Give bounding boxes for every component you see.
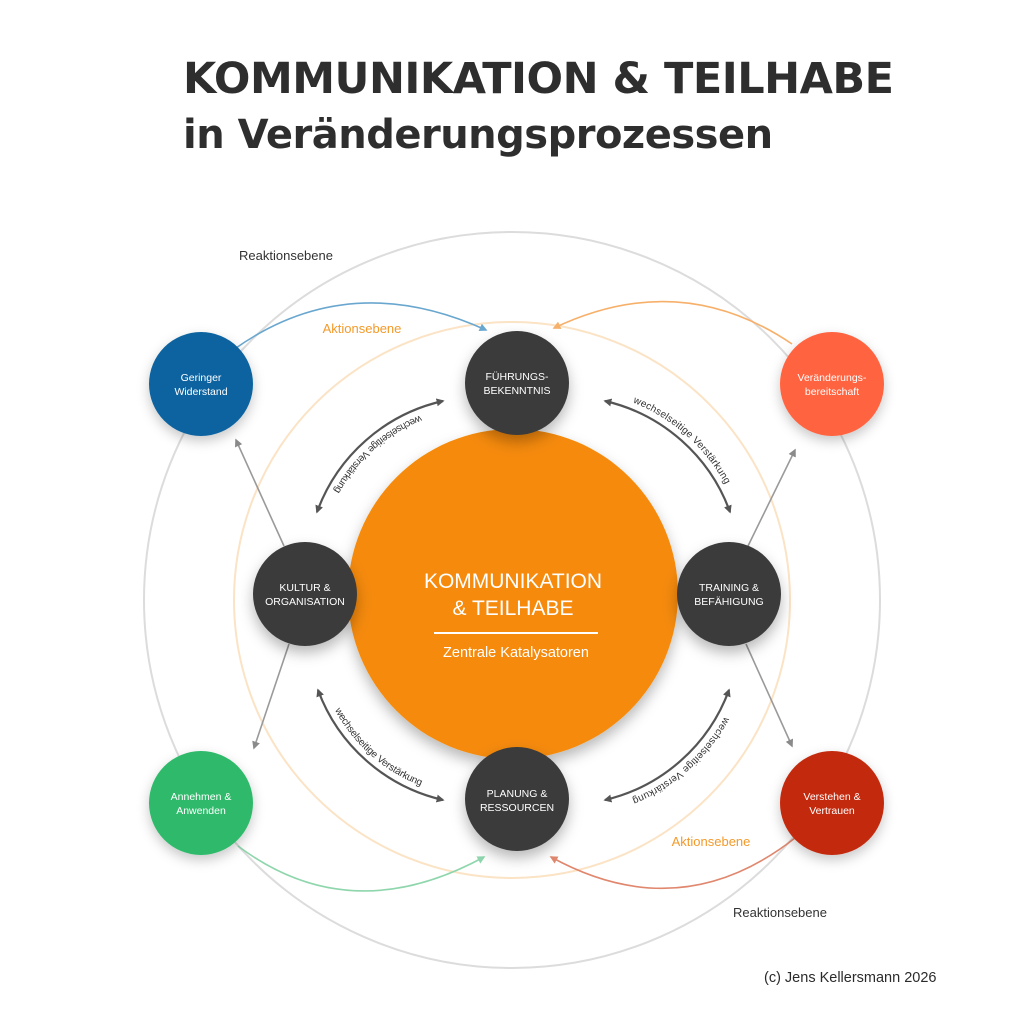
reinforcement-arrow-bottom-right bbox=[603, 688, 731, 803]
link-training-vertrauen bbox=[745, 643, 794, 748]
svg-text:bereitschaft: bereitschaft bbox=[805, 386, 859, 398]
svg-text:Geringer: Geringer bbox=[181, 372, 222, 384]
svg-text:PLANUNG &: PLANUNG & bbox=[487, 788, 548, 800]
title-line-2: in Veränderungsprozessen bbox=[183, 112, 773, 158]
svg-text:Verstehen &: Verstehen & bbox=[803, 791, 860, 803]
label-reaktionsebene-bottom: Reaktionsebene bbox=[733, 905, 827, 920]
node-geringer-widerstand: Geringer Widerstand bbox=[149, 332, 253, 436]
label-aktionsebene-bottom: Aktionsebene bbox=[672, 834, 751, 849]
reinforcement-arrow-top-left bbox=[315, 398, 445, 514]
node-verstehen-vertrauen: Verstehen & Vertrauen bbox=[780, 751, 884, 855]
action-ring bbox=[233, 321, 791, 879]
arc-widerstand-fuehrung bbox=[235, 302, 488, 349]
svg-text:ORGANISATION: ORGANISATION bbox=[265, 596, 345, 608]
node-planung-ressourcen: PLANUNG & RESSOURCEN bbox=[465, 747, 569, 851]
svg-text:RESSOURCEN: RESSOURCEN bbox=[480, 802, 554, 814]
label-reaktionsebene-top: Reaktionsebene bbox=[239, 248, 333, 263]
node-training-befaehigung: TRAINING & BEFÄHIGUNG bbox=[677, 542, 781, 646]
center-subtitle: Zentrale Katalysatoren bbox=[443, 645, 589, 661]
reaction-ring bbox=[143, 231, 881, 969]
svg-text:Anwenden: Anwenden bbox=[176, 805, 226, 817]
svg-text:FÜHRUNGS-: FÜHRUNGS- bbox=[486, 371, 549, 383]
arc-bereitschaft-fuehrung bbox=[552, 300, 793, 345]
title-line-1: KOMMUNIKATION & TEILHABE bbox=[183, 54, 894, 104]
arc-anwenden-planung bbox=[237, 845, 486, 892]
svg-text:BEFÄHIGUNG: BEFÄHIGUNG bbox=[694, 596, 763, 608]
node-fuehrungsbekenntnis: FÜHRUNGS- BEKENNTNIS bbox=[465, 331, 569, 435]
svg-text:Vertrauen: Vertrauen bbox=[809, 805, 855, 817]
center-node: KOMMUNIKATION & TEILHABE Zentrale Kataly… bbox=[348, 429, 678, 759]
reinforcement-arrow-top-right bbox=[603, 398, 732, 514]
node-kultur-organisation: KULTUR & ORGANISATION bbox=[253, 542, 357, 646]
svg-text:Widerstand: Widerstand bbox=[174, 386, 227, 398]
link-training-bereitschaft bbox=[747, 448, 796, 547]
svg-text:KULTUR &: KULTUR & bbox=[279, 582, 330, 594]
svg-text:Veränderungs-: Veränderungs- bbox=[798, 372, 867, 384]
label-aktionsebene-top: Aktionsebene bbox=[323, 321, 402, 336]
reinforcement-arrow-bottom-left bbox=[316, 688, 445, 803]
svg-text:BEKENNTNIS: BEKENNTNIS bbox=[483, 385, 550, 397]
link-kultur-widerstand bbox=[234, 438, 285, 547]
svg-text:Annehmen &: Annehmen & bbox=[171, 791, 232, 803]
link-kultur-anwenden bbox=[252, 643, 290, 750]
svg-text:TRAINING &: TRAINING & bbox=[699, 582, 759, 594]
node-annehmen-anwenden: Annehmen & Anwenden bbox=[149, 751, 253, 855]
arc-vertrauen-planung bbox=[549, 837, 796, 889]
center-title-line-1: KOMMUNIKATION bbox=[424, 570, 602, 593]
node-veraenderungsbereitschaft: Veränderungs- bereitschaft bbox=[780, 332, 884, 436]
copyright-notice: (c) Jens Kellersmann 2026 bbox=[764, 970, 937, 986]
center-title-line-2: & TEILHABE bbox=[453, 597, 574, 620]
